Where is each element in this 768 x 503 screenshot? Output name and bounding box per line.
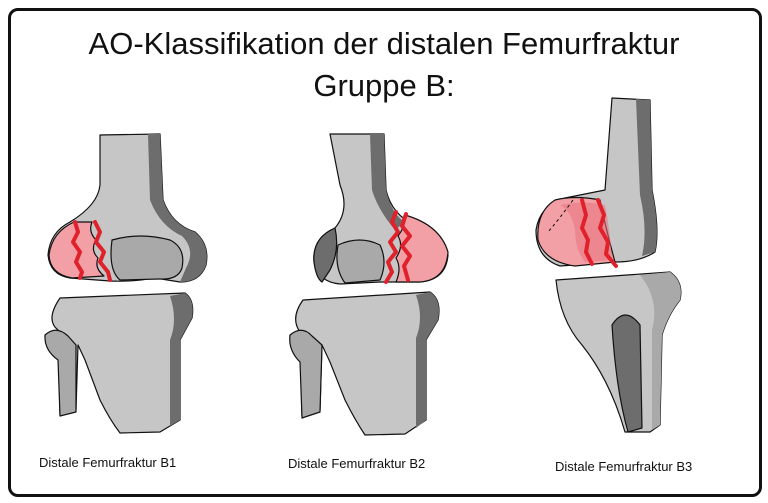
fracture-line-b3b (596, 198, 618, 268)
caption-b2: Distale Femurfraktur B2 (288, 456, 426, 471)
tibia-b1-shadow (170, 293, 193, 426)
fragment-b3-dashed-edge (547, 199, 574, 233)
fibula-b2 (289, 329, 323, 419)
fracture-line-b1a (71, 220, 84, 280)
diagram-title: AO-Klassifikation der distalen Femurfrak… (88, 26, 680, 61)
diagram-subtitle: Gruppe B: (313, 68, 455, 103)
caption-b1: Distale Femurfraktur B1 (39, 455, 177, 470)
femur-b2-condyle-left (313, 227, 338, 283)
knee-b2 (289, 133, 449, 436)
fibula-b3 (611, 314, 643, 433)
femur-b1-shadow (148, 134, 207, 282)
fracture-line-b3a (580, 198, 594, 266)
tibia-b2-shadow (416, 292, 439, 428)
caption-b3: Distale Femurfraktur B3 (555, 459, 693, 474)
femur-b2-condyle (336, 239, 385, 284)
knee-b1 (44, 133, 208, 434)
fracture-line-b2b (400, 212, 412, 282)
fracture-line-b1b (93, 220, 112, 282)
tibia-b3-shadow (640, 272, 681, 430)
fracture-line-b2a (384, 210, 400, 284)
knee-b3 (535, 97, 682, 433)
femur-b2-shadow (370, 134, 405, 230)
femur-b3-shadow (636, 99, 657, 256)
femur-b1-condyle (110, 235, 184, 281)
fibula-b1 (44, 329, 77, 417)
